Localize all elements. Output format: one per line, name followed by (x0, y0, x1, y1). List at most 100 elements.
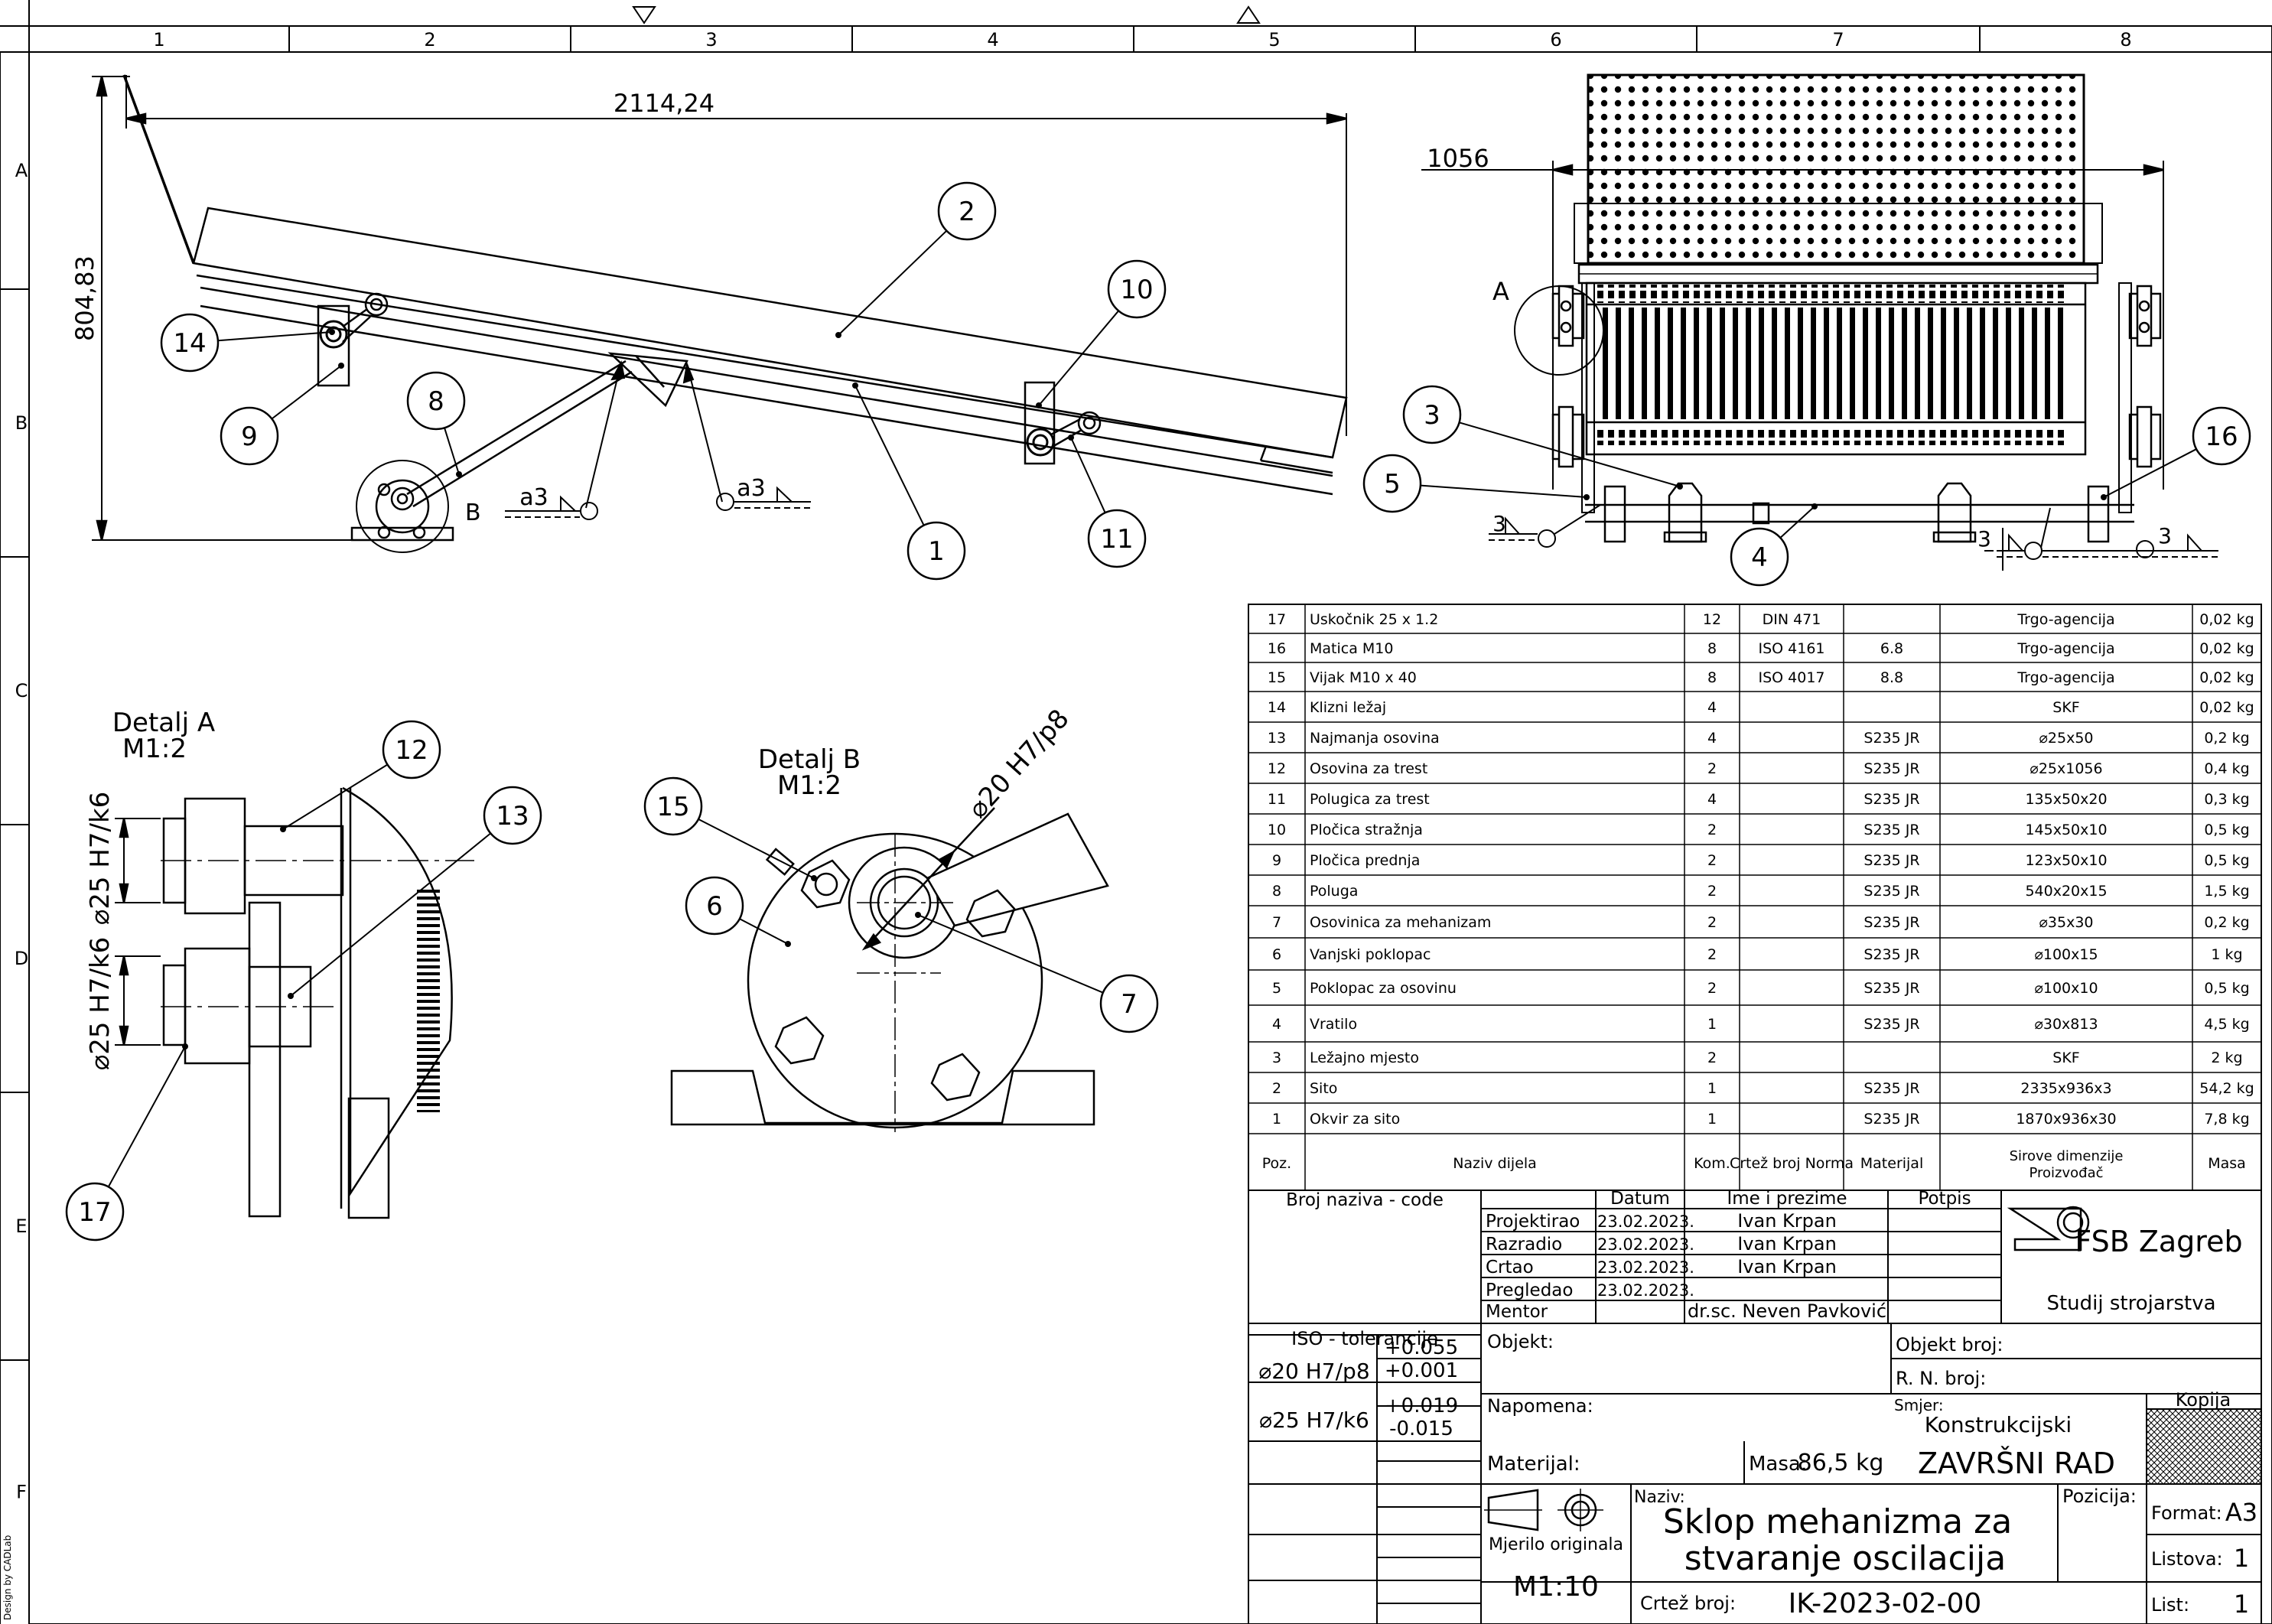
parts-cell: 8.8 (1880, 669, 1903, 686)
parts-header: Proizvođač (2029, 1165, 2103, 1181)
parts-cell: Uskočnik 25 x 1.2 (1310, 611, 1438, 628)
dimension-height: 804,83 (70, 255, 99, 341)
parts-cell: ISO 4161 (1758, 640, 1824, 657)
format-label: Format: (2151, 1502, 2222, 1524)
callout-balloon: 9 (220, 363, 344, 466)
parts-cell: 6 (1272, 946, 1281, 963)
institution-name: FSB Zagreb (2075, 1225, 2242, 1258)
parts-cell: 4 (1272, 1016, 1281, 1033)
callout-number: 16 (2205, 421, 2238, 452)
parts-header: Naziv dijela (1453, 1155, 1537, 1172)
parts-cell: Vratilo (1310, 1016, 1357, 1033)
parts-cell: Trgo-agencija (2016, 640, 2114, 657)
drawing-title-line1: Sklop mehanizma za (1663, 1502, 2012, 1541)
parts-cell: 0,02 kg (2199, 669, 2254, 686)
parts-cell: Okvir za sito (1310, 1111, 1400, 1128)
masa-value: 86,5 kg (1798, 1450, 1884, 1476)
callout-balloon: 8 (406, 371, 466, 477)
parts-cell: S235 JR (1863, 760, 1919, 777)
parts-cell: S235 JR (1863, 1111, 1919, 1128)
title-block (1248, 1190, 2262, 1624)
parts-cell: Klizni ležaj (1310, 699, 1386, 716)
role-date: 23.02.2023. (1597, 1258, 1694, 1277)
parts-cell: Polugica za trest (1310, 791, 1430, 808)
callout-balloon: 14 (160, 313, 335, 373)
parts-cell: 0,5 kg (2204, 822, 2249, 838)
tolerance-fit: ⌀20 H7/p8 (1258, 1359, 1369, 1384)
view-label-b: B (465, 500, 481, 526)
parts-cell: ⌀100x10 (2034, 980, 2098, 997)
callout-number: 13 (496, 801, 529, 832)
parts-cell: S235 JR (1863, 791, 1919, 808)
parts-cell: Osovina za trest (1310, 760, 1427, 777)
parts-cell: ⌀35x30 (2039, 914, 2093, 931)
parts-cell: 16 (1268, 640, 1286, 657)
format-value: A3 (2225, 1498, 2257, 1527)
parts-cell: 123x50x10 (2025, 852, 2107, 869)
column-label: 6 (1550, 29, 1561, 50)
parts-cell: ⌀30x813 (2034, 1016, 2098, 1033)
parts-cell: Matica M10 (1310, 640, 1393, 657)
role-label: Mentor (1486, 1302, 1548, 1322)
parts-cell: 4,5 kg (2204, 1016, 2249, 1033)
parts-cell: 5 (1272, 980, 1281, 997)
row-label: E (15, 1216, 27, 1237)
parts-cell: 1,5 kg (2204, 883, 2249, 900)
parts-cell: 0,2 kg (2204, 730, 2249, 747)
view-label-a: A (1492, 277, 1509, 306)
parts-cell: 135x50x20 (2025, 791, 2107, 808)
pozicija-label: Pozicija: (2062, 1486, 2137, 1507)
parts-cell: 0,5 kg (2204, 852, 2249, 869)
callout-balloon: 12 (280, 720, 441, 832)
detail-b-scale: M1:2 (777, 770, 841, 801)
role-name: Ivan Krpan (1737, 1256, 1837, 1277)
parts-cell: 8 (1707, 640, 1717, 657)
parts-cell: 17 (1268, 611, 1286, 628)
parts-cell: 1 (1707, 1016, 1717, 1033)
parts-cell: S235 JR (1863, 980, 1919, 997)
callout-number: 12 (395, 735, 428, 766)
materijal-label: Materijal: (1487, 1453, 1580, 1476)
fit-label-lower: ⌀25 H7/k6 (85, 937, 116, 1071)
parts-cell: 4 (1707, 791, 1717, 808)
callout-balloon: 5 (1362, 454, 1590, 513)
listova-label: Listova: (2151, 1548, 2223, 1570)
callout-balloon: 3 (1402, 385, 1683, 490)
row-label: A (15, 160, 28, 181)
parts-cell: 145x50x10 (2025, 822, 2107, 838)
mjerilo-value: M1:10 (1513, 1571, 1599, 1603)
row-label: F (16, 1482, 27, 1503)
parts-cell: Poklopac za osovinu (1310, 980, 1457, 997)
objekt-label: Objekt: (1487, 1331, 1554, 1352)
parts-cell: 540x20x15 (2025, 883, 2107, 900)
front-view (1421, 73, 2164, 543)
parts-cell: 2335x936x3 (2020, 1080, 2111, 1097)
name-header: Ime i prezime (1727, 1189, 1847, 1209)
signature-header: Potpis (1918, 1189, 1971, 1209)
parts-cell: SKF (2052, 699, 2079, 716)
parts-cell: 2 (1707, 980, 1717, 997)
callout-number: 7 (1121, 989, 1138, 1020)
parts-cell: 1 (1707, 1111, 1717, 1128)
masa-label: Masa: (1749, 1453, 1808, 1476)
column-label: 4 (987, 29, 998, 50)
callout-number: 17 (78, 1197, 111, 1228)
callout-balloon: 13 (288, 786, 542, 999)
study-name: Studij strojarstva (2046, 1292, 2215, 1315)
parts-cell: S235 JR (1863, 946, 1919, 963)
smjer-value: Konstrukcijski (1925, 1412, 2072, 1437)
callout-number: 15 (656, 792, 689, 822)
tolerance-upper: +0.019 (1385, 1395, 1458, 1417)
weld-label: 3 (1977, 526, 1991, 552)
callout-balloon: 17 (65, 1043, 188, 1242)
parts-cell: 13 (1268, 730, 1286, 747)
fit-label-upper: ⌀25 H7/k6 (85, 792, 116, 926)
parts-cell: 9 (1272, 852, 1281, 869)
